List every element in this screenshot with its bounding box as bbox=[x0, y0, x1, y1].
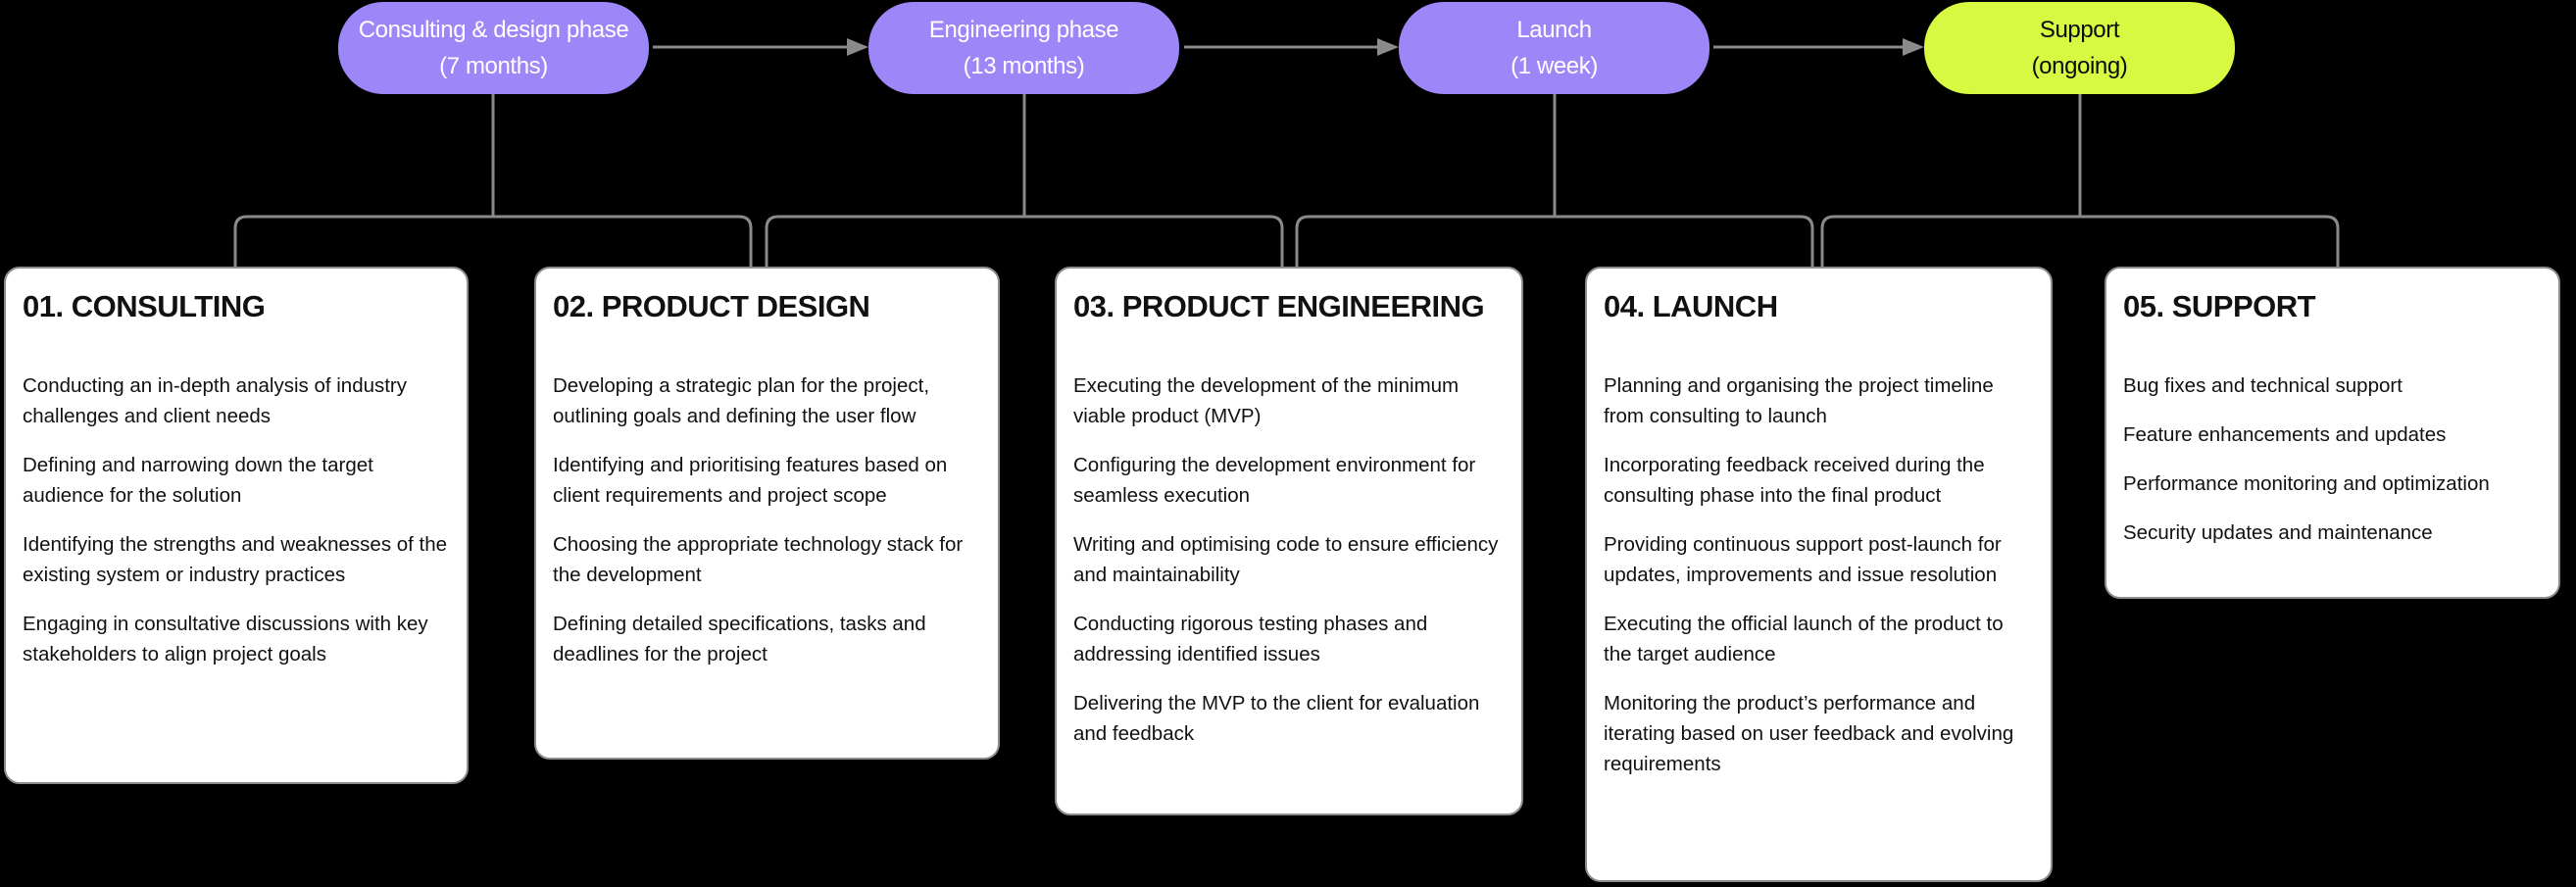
phase-duration: (7 months) bbox=[439, 53, 548, 79]
card-item: Choosing the appropriate technology stac… bbox=[553, 533, 964, 586]
card-item-list: Conducting an in-depth analysis of indus… bbox=[23, 370, 451, 669]
card-item: Configuring the development environment … bbox=[1073, 454, 1476, 507]
card-item: Feature enhancements and updates bbox=[2123, 423, 2447, 446]
card-title: 02. PRODUCT DESIGN bbox=[553, 289, 870, 323]
phase-duration: (ongoing) bbox=[2031, 53, 2128, 79]
arrowhead-icon bbox=[847, 38, 868, 56]
card-02-product-design: 02. PRODUCT DESIGN Developing a strategi… bbox=[534, 267, 1000, 760]
phase-pill-engineering: Engineering phase (13 months) bbox=[868, 2, 1179, 94]
card-item-list: Planning and organising the project time… bbox=[1604, 370, 2035, 779]
card-01-consulting: 01. CONSULTING Conducting an in-depth an… bbox=[4, 267, 469, 784]
connector-bracket bbox=[1295, 215, 1814, 269]
connector-bracket bbox=[1820, 215, 2340, 269]
card-03-product-engineering: 03. PRODUCT ENGINEERING Executing the de… bbox=[1055, 267, 1523, 815]
connector-bracket bbox=[765, 215, 1284, 269]
card-item: Security updates and maintenance bbox=[2123, 521, 2433, 544]
card-item: Identifying and prioritising features ba… bbox=[553, 454, 948, 507]
flow-arrow bbox=[1713, 38, 1924, 56]
arrowhead-icon bbox=[1377, 38, 1399, 56]
phase-label: Launch bbox=[1516, 17, 1592, 43]
card-title: 05. SUPPORT bbox=[2123, 289, 2316, 323]
phase-label: Engineering phase bbox=[928, 17, 1119, 43]
card-item: Bug fixes and technical support bbox=[2123, 374, 2403, 397]
phase-pill-launch: Launch (1 week) bbox=[1399, 2, 1709, 94]
arrowhead-icon bbox=[1903, 38, 1924, 56]
card-item: Incorporating feedback received during t… bbox=[1604, 454, 1985, 507]
card-title: 03. PRODUCT ENGINEERING bbox=[1073, 289, 1485, 323]
card-item: Identifying the strengths and weaknesses… bbox=[23, 533, 448, 586]
card-item: Defining and narrowing down the target a… bbox=[23, 454, 373, 507]
phase-pill-support: Support (ongoing) bbox=[1924, 2, 2235, 94]
card-item: Executing the official launch of the pro… bbox=[1604, 613, 2004, 665]
connector-bracket bbox=[233, 215, 753, 269]
card-item-list: Developing a strategic plan for the proj… bbox=[553, 370, 982, 669]
card-item: Developing a strategic plan for the proj… bbox=[553, 374, 930, 427]
phase-label: Consulting & design phase bbox=[358, 17, 629, 43]
card-title: 04. LAUNCH bbox=[1604, 289, 1778, 323]
card-item: Engaging in consultative discussions wit… bbox=[23, 613, 428, 665]
phase-pill-consulting-design: Consulting & design phase (7 months) bbox=[338, 2, 649, 94]
card-item: Conducting an in-depth analysis of indus… bbox=[23, 374, 408, 427]
card-title: 01. CONSULTING bbox=[23, 289, 266, 323]
card-item: Monitoring the product’s performance and… bbox=[1604, 692, 2014, 775]
card-item: Performance monitoring and optimization bbox=[2123, 472, 2490, 495]
card-item: Planning and organising the project time… bbox=[1604, 374, 1994, 427]
card-04-launch: 04. LAUNCH Planning and organising the p… bbox=[1585, 267, 2053, 882]
phase-label: Support bbox=[2039, 17, 2120, 43]
card-item: Executing the development of the minimum… bbox=[1073, 374, 1460, 427]
card-item: Delivering the MVP to the client for eva… bbox=[1073, 692, 1480, 745]
card-item: Defining detailed specifications, tasks … bbox=[553, 613, 926, 665]
card-item: Providing continuous support post-launch… bbox=[1604, 533, 2002, 586]
phase-duration: (13 months) bbox=[963, 53, 1085, 79]
flow-arrow bbox=[653, 38, 868, 56]
card-item: Writing and optimising code to ensure ef… bbox=[1073, 533, 1499, 586]
phase-duration: (1 week) bbox=[1511, 53, 1598, 79]
card-05-support: 05. SUPPORT Bug fixes and technical supp… bbox=[2105, 267, 2560, 599]
flow-arrow bbox=[1184, 38, 1399, 56]
card-item-list: Executing the development of the minimum… bbox=[1073, 370, 1506, 749]
card-item: Conducting rigorous testing phases and a… bbox=[1073, 613, 1428, 665]
